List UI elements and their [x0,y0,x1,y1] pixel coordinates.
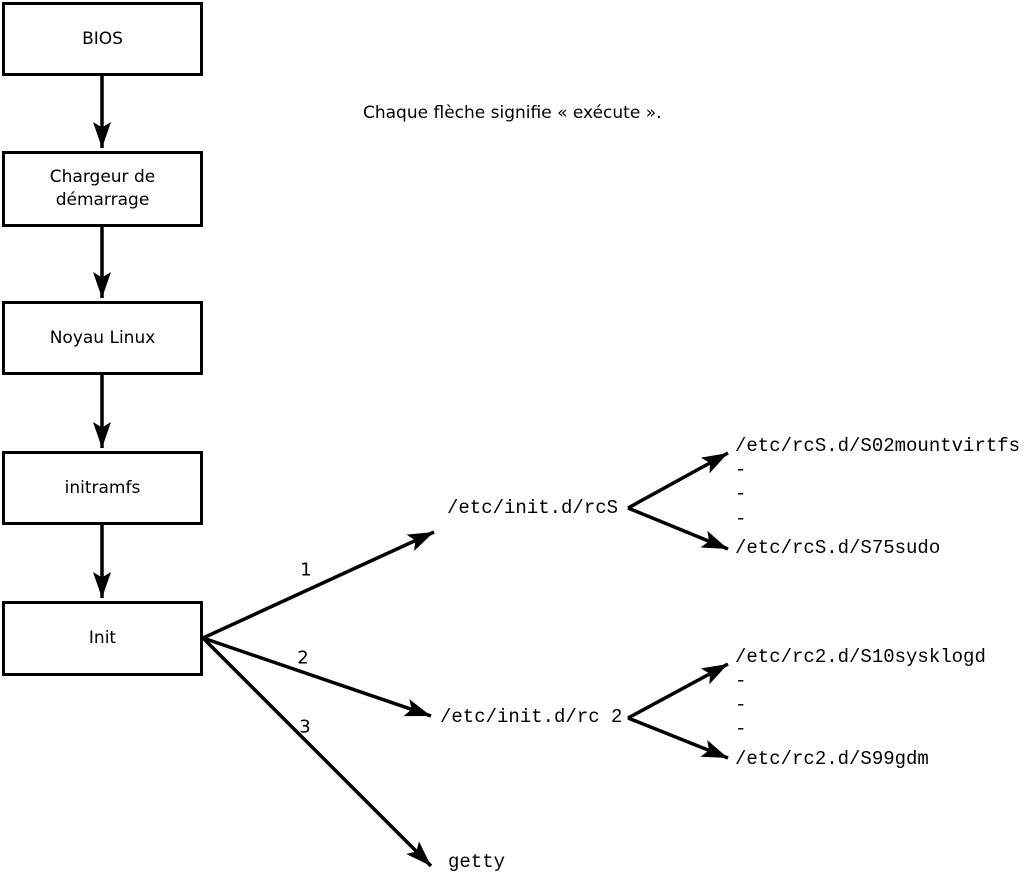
rcs-script-ellipsis-dash: - [735,508,747,530]
rcs-script-ellipsis-dash: - [735,459,747,481]
path-label-rcs: /etc/init.d/rcS [447,497,619,519]
box-initramfs-label: initramfs [64,477,141,498]
rcs-script-s75sudo: /etc/rcS.d/S75sudo [735,537,941,559]
arrow-rcs-to-last-script [627,506,729,551]
branch-number-3: 3 [299,716,311,738]
rc2-script-ellipsis-dash: - [735,670,747,692]
arrow-init-to-getty [201,636,433,868]
arrow-init-to-rc2 [202,636,432,718]
rcs-script-ellipsis-dash: - [735,483,747,505]
box-initramfs: initramfs [2,451,203,525]
box-linux-kernel: Noyau Linux [2,301,203,375]
path-label-rc2: /etc/init.d/rc 2 [440,706,623,728]
box-init-label: Init [88,628,117,649]
box-boot-loader-label: Chargeur de démarrage [49,167,156,210]
rc2-script-s10sysklogd: /etc/rc2.d/S10sysklogd [735,646,986,668]
box-bios-label: BIOS [82,28,123,49]
rc2-script-ellipsis-dash: - [735,718,747,740]
box-bios: BIOS [2,2,203,76]
branch-number-1: 1 [300,559,312,581]
branch-number-2: 2 [297,647,309,669]
arrow-rcs-to-first-script [627,451,729,510]
rcs-script-s02mountvirtfs: /etc/rcS.d/S02mountvirtfs [735,435,1021,457]
rc2-script-s99gdm: /etc/rc2.d/S99gdm [735,748,929,770]
box-linux-kernel-label: Noyau Linux [49,327,156,348]
legend-note: Chaque flèche signifie « exécute ». [363,103,662,123]
rc2-script-ellipsis-dash: - [735,694,747,716]
arrow-rc2-to-last-script [627,716,729,760]
arrow-init-to-rcs [202,530,435,640]
box-boot-loader: Chargeur de démarrage [2,151,203,227]
arrow-rc2-to-first-script [627,662,729,720]
path-label-getty: getty [448,851,506,873]
box-init: Init [2,601,203,676]
